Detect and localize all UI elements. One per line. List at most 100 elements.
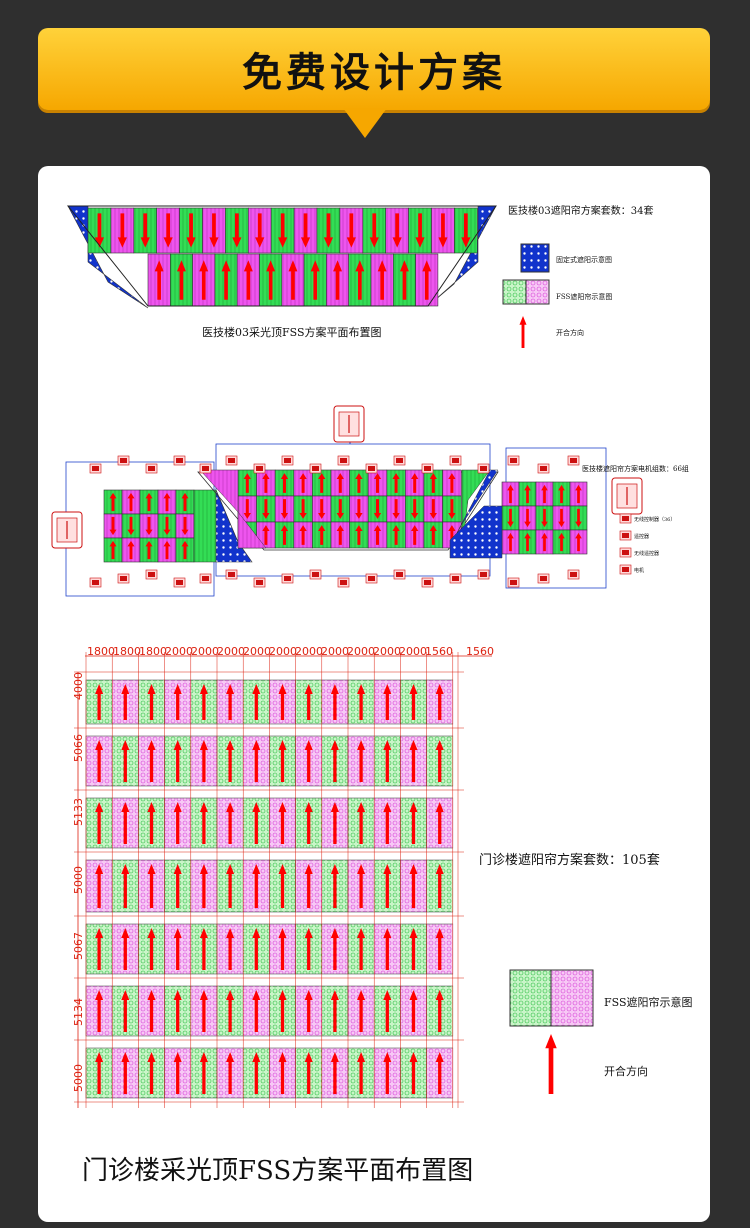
direction-arrow (95, 1052, 104, 1094)
direction-arrow (299, 525, 307, 545)
direction-arrow (318, 525, 326, 545)
direction-arrow (330, 990, 339, 1032)
direction-arrow (95, 684, 104, 720)
motor-icon-core (284, 576, 291, 581)
direction-arrow (121, 990, 130, 1032)
direction-arrow (399, 260, 409, 300)
direction-arrow (330, 864, 339, 908)
direction-arrow (173, 990, 182, 1032)
direction-arrow (121, 928, 130, 970)
direction-arrow (163, 213, 173, 248)
direction-arrow (147, 864, 156, 908)
diagram1-legend-fixed: 固定式遮阳示意图 (556, 256, 612, 264)
direction-arrow (221, 260, 231, 300)
direction-arrow (330, 928, 339, 970)
motor-icon-core (540, 466, 547, 471)
direction-arrow (411, 525, 419, 545)
direction-arrow (461, 213, 471, 248)
row-dimension: 5067 (72, 932, 85, 960)
direction-arrow (392, 213, 402, 248)
direction-arrow (448, 525, 456, 545)
direction-arrow (448, 499, 456, 519)
diagram1-legend-direction: 开合方向 (556, 329, 584, 337)
direction-arrow (173, 802, 182, 844)
direction-arrow (121, 684, 130, 720)
direction-arrow (383, 684, 392, 720)
direction-arrow (278, 990, 287, 1032)
motor-icon-core (570, 572, 577, 577)
direction-arrow (94, 213, 105, 248)
direction-arrow (346, 213, 356, 248)
direction-arrow (299, 499, 307, 519)
direction-arrow (357, 684, 366, 720)
motor-icon-core (228, 458, 235, 463)
diagram2-legend-item: 无线遥控器 (634, 551, 660, 557)
direction-arrow (435, 864, 444, 908)
direction-arrow (255, 213, 265, 248)
direction-arrow (392, 473, 400, 493)
column-dimension: 2000 (191, 645, 219, 658)
motor-icon-core (510, 580, 517, 585)
direction-arrow (575, 484, 582, 504)
diagram1-legend-fss: FSS遮阳帘示意图 (556, 293, 613, 301)
direction-arrow (409, 740, 418, 782)
motor-icon-core (622, 550, 629, 555)
direction-arrow (226, 802, 235, 844)
direction-arrow (355, 473, 363, 493)
motor-icon-core (424, 580, 431, 585)
direction-arrow (199, 1052, 208, 1094)
row-dimension: 5000 (72, 1064, 85, 1092)
direction-arrow (373, 473, 382, 493)
diagram2-legend-item: 无线控制器（36） (634, 517, 676, 523)
direction-arrow (181, 516, 189, 536)
direction-arrow (278, 928, 287, 970)
direction-arrow (163, 492, 171, 512)
direction-arrow (507, 508, 514, 528)
motor-icon-core (424, 466, 431, 471)
direction-arrow (558, 532, 565, 552)
column-dimension: 2000 (373, 645, 401, 658)
motor-icon-core (368, 466, 375, 471)
header-title: 免费设计方案 (242, 50, 506, 96)
direction-arrow (409, 928, 418, 970)
direction-arrow (330, 1052, 339, 1094)
direction-arrow (199, 684, 208, 720)
center-left-wedge (199, 469, 267, 549)
direction-arrow (173, 864, 182, 908)
direction-arrow (355, 260, 365, 300)
direction-arrow (355, 525, 363, 545)
diagram3-caption: 门诊楼采光顶FSS方案平面布置图 (82, 1156, 474, 1186)
motor-icon-core (480, 572, 487, 577)
direction-arrow (435, 802, 444, 844)
motor-icon-core (622, 567, 629, 572)
direction-arrow (383, 928, 392, 970)
direction-arrow (145, 516, 153, 536)
direction-arrow (541, 532, 548, 552)
direction-arrow (383, 864, 392, 908)
direction-arrow (199, 260, 209, 300)
direction-arrow (121, 740, 130, 782)
direction-arrow (519, 316, 527, 348)
direction-arrow (154, 260, 164, 300)
motor-icon-core (396, 458, 403, 463)
column-dimension: 2000 (295, 645, 323, 658)
direction-arrow (333, 260, 343, 300)
legend-green-swatch (509, 969, 552, 1027)
diagram3-count-label: 门诊楼遮阳帘方案套数：105套 (479, 853, 660, 868)
direction-arrow (373, 525, 382, 545)
diagram3-plan (74, 652, 594, 1108)
motor-icon-core (622, 516, 629, 521)
motor-icon-core (340, 458, 347, 463)
direction-arrow (232, 213, 242, 248)
direction-arrow (383, 1052, 392, 1094)
motor-icon-core (228, 572, 235, 577)
motor-icon-core (176, 580, 183, 585)
column-dimension: 2000 (165, 645, 193, 658)
direction-arrow (226, 990, 235, 1032)
column-dimension: 1800 (113, 645, 141, 658)
diagram1-caption: 医技楼03采光顶FSS方案平面布置图 (202, 326, 382, 339)
direction-arrow (409, 1052, 418, 1094)
motor-icon-core (256, 466, 263, 471)
direction-arrow (330, 740, 339, 782)
direction-arrow (109, 516, 117, 536)
